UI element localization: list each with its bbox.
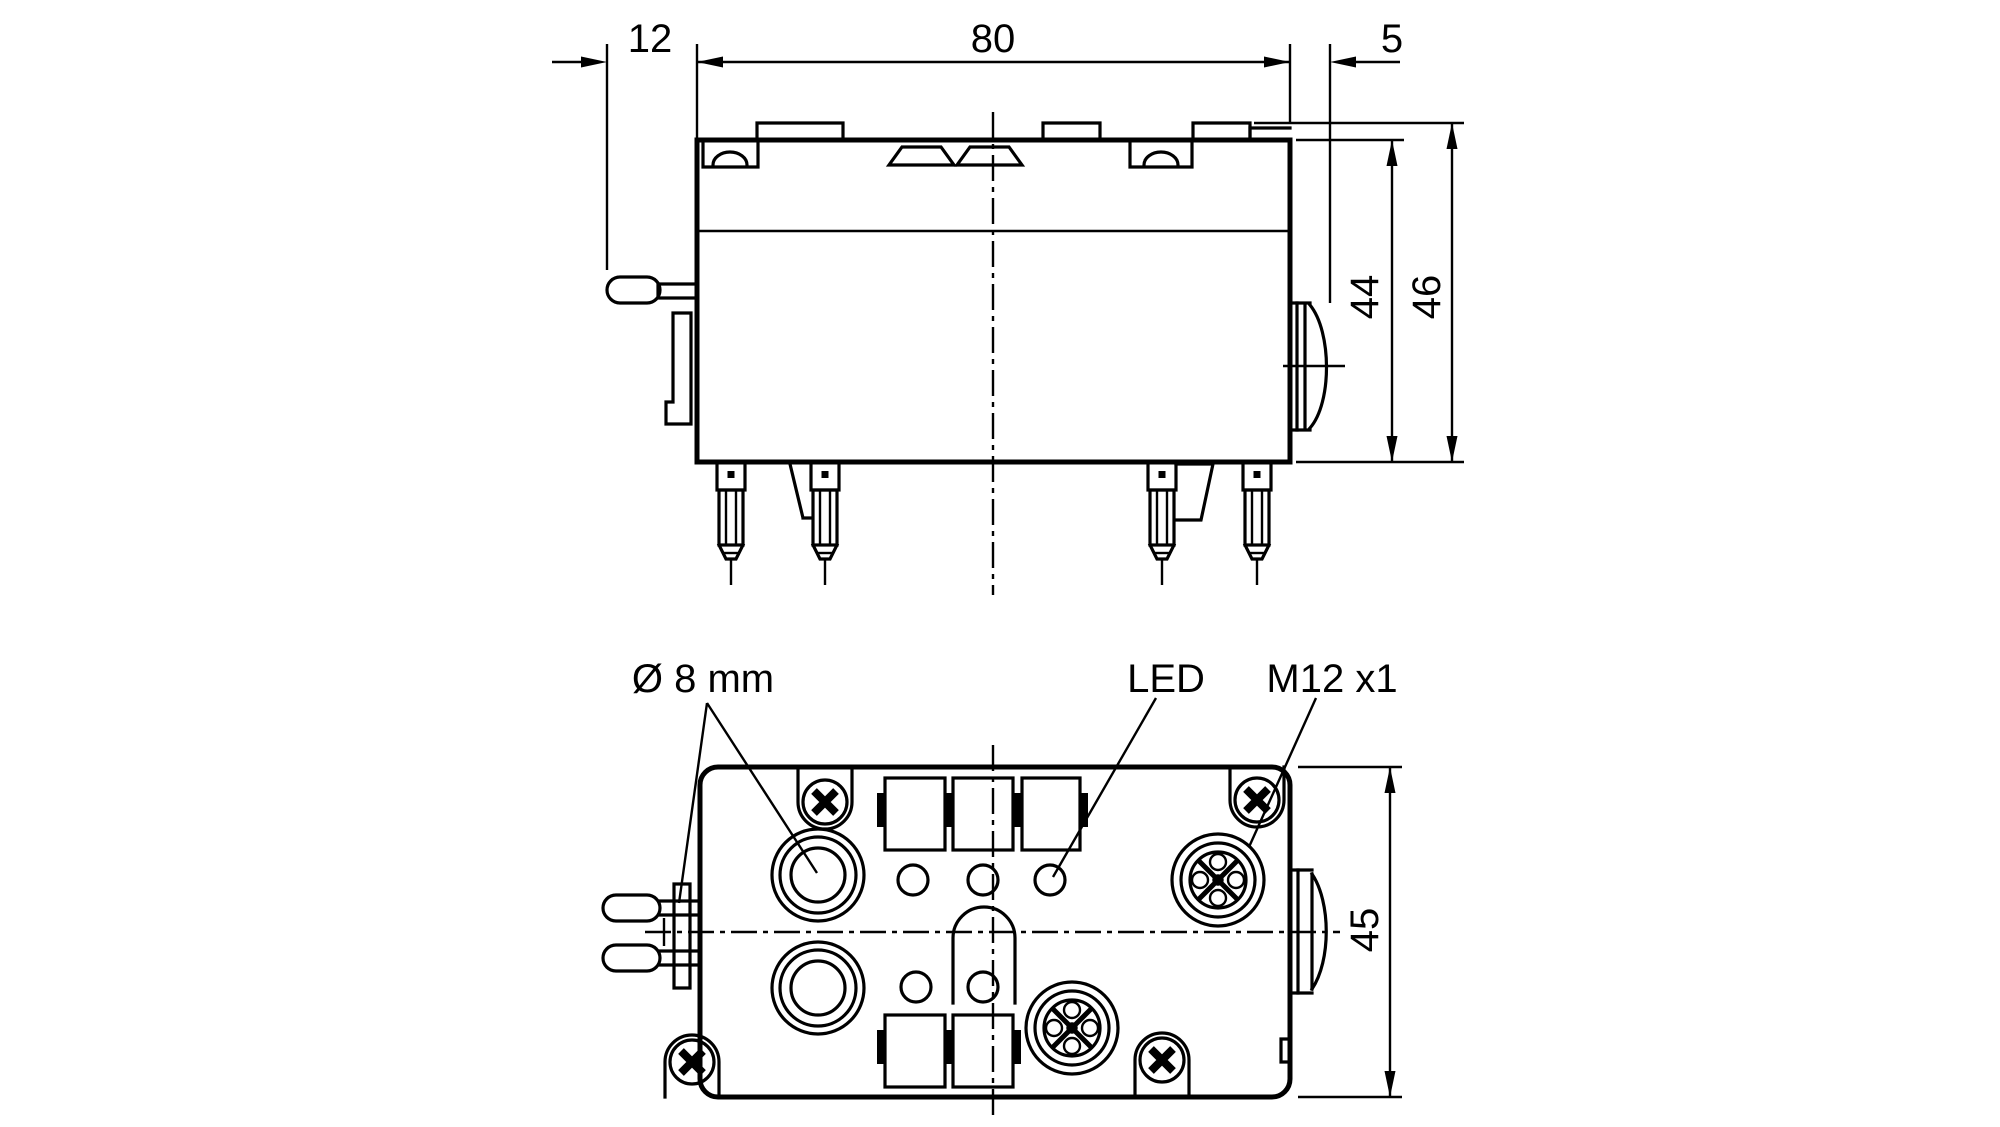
- label-led: LED: [1127, 657, 1205, 701]
- dim-5-label: 5: [1381, 17, 1403, 61]
- dim-45-label: 45: [1343, 908, 1387, 953]
- m12-socket-top: [1172, 834, 1264, 926]
- dim-overall-height: 46: [1254, 121, 1464, 464]
- port-8mm-lower: [770, 940, 866, 1036]
- terminal-pin: [1146, 460, 1178, 587]
- m12-socket-bottom: [1026, 982, 1118, 1074]
- pin-clip-left: [788, 462, 813, 520]
- screw-icon: [803, 780, 847, 824]
- label-thread: M12 x1: [1266, 657, 1397, 701]
- side-m12-connector: [1283, 301, 1345, 432]
- terminal-blocks-top: [877, 776, 1088, 852]
- terminal-blocks-bottom: [877, 1013, 1021, 1089]
- side-top-features: [701, 138, 1194, 169]
- dim-44-label: 44: [1343, 275, 1387, 320]
- dim-80-label: 80: [971, 17, 1016, 61]
- pin-clip-right: [1174, 462, 1215, 522]
- screw-icon: [1140, 1038, 1184, 1082]
- label-port-diameter: Ø 8 mm: [632, 657, 774, 701]
- dim-pin-protrusion: 12: [552, 17, 699, 270]
- terminal-pin: [1241, 460, 1273, 587]
- front-left-pins: [601, 882, 702, 990]
- side-left-pin: [605, 275, 699, 305]
- callout-thread: M12 x1: [1247, 657, 1398, 848]
- screw-bottom-right: [1133, 1031, 1191, 1099]
- screw-bottom-left: [663, 1033, 721, 1099]
- side-top-tabs: [755, 121, 1292, 142]
- dim-front-height: 45: [1298, 765, 1402, 1099]
- port-8mm-upper: [770, 827, 866, 923]
- screw-icon: [1235, 778, 1279, 822]
- keyhole-arch: [951, 905, 1017, 1005]
- screw-top-left: [796, 765, 854, 831]
- dim-body-width: 80: [697, 17, 1292, 122]
- led-indicators: [896, 863, 1067, 1004]
- dim-body-height: 44: [1296, 138, 1404, 462]
- screw-icon: [670, 1040, 714, 1084]
- side-view: 12 80 5 44: [552, 17, 1464, 595]
- dim-12-label: 12: [628, 17, 673, 61]
- callout-port-diameter: Ø 8 mm: [632, 657, 819, 904]
- terminal-pin: [809, 460, 841, 587]
- terminal-pin: [715, 460, 747, 587]
- side-left-clip: [664, 311, 693, 426]
- callout-led: LED: [1051, 657, 1205, 878]
- dim-connector-protrusion: 5: [1328, 17, 1403, 303]
- front-view: 45 Ø 8 mm LED M12 x1: [601, 657, 1402, 1115]
- dim-46-label: 46: [1405, 275, 1449, 320]
- screw-top-right: [1228, 765, 1286, 829]
